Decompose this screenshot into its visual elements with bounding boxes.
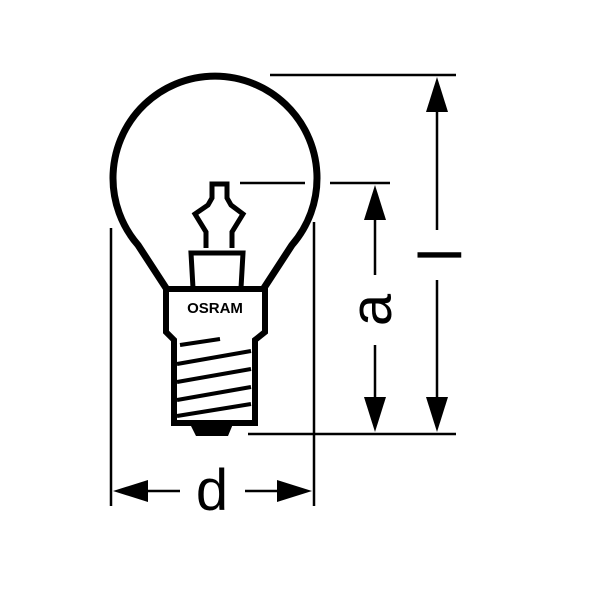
arrow-d-left — [113, 480, 148, 502]
dimension-label-d: d — [196, 458, 228, 523]
arrow-a-top — [364, 185, 386, 220]
bulb-glass-outline — [109, 72, 321, 290]
base-contact — [190, 424, 233, 436]
screw-thread — [176, 337, 252, 418]
dimension-label-l: l — [407, 248, 474, 261]
filament — [191, 181, 247, 248]
filament-stem — [188, 250, 246, 289]
dimension-lines — [109, 73, 456, 506]
brand-label: OSRAM — [187, 300, 243, 317]
lamp-collar — [163, 286, 268, 426]
lamp-bulb — [109, 72, 321, 436]
dimension-arrows — [113, 77, 448, 502]
arrow-d-right — [277, 480, 312, 502]
arrow-a-bottom — [364, 397, 386, 432]
dimension-label-a: a — [339, 293, 404, 326]
arrow-l-bottom — [426, 397, 448, 432]
arrow-l-top — [426, 77, 448, 112]
